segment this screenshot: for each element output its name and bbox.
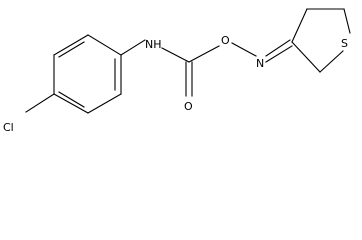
bond-carbonyl-ether-oxygen: [188, 45, 220, 63]
bond-ring-nh: [120, 39, 146, 56]
thiolane-ring: [291, 8, 351, 73]
ring-bond-4: [53, 93, 89, 114]
atom-sulfur: S: [341, 37, 348, 50]
bond-oxygen-nitrogen: [231, 42, 257, 57]
thiolane-bond-4: [319, 50, 344, 73]
bond-ring-chlorine: [25, 93, 55, 113]
thiolane-bond-5: [291, 41, 321, 73]
atom-ether-oxygen: O: [221, 34, 230, 47]
molecule-structure-diagram: Cl NH O O N S: [3, 8, 351, 134]
ring-bond-1: [87, 34, 122, 56]
thiolane-bond-1: [291, 8, 308, 43]
ring-double-bond-3: [58, 41, 85, 58]
atom-amide-nitrogen: NH: [145, 38, 162, 51]
atom-chlorine: Cl: [3, 121, 14, 134]
ring-double-bond-2: [58, 91, 85, 108]
thiolane-bond-3: [343, 8, 351, 34]
bond-oxime-double-1: [265, 39, 291, 57]
benzene-ring: [53, 34, 122, 114]
atom-oxime-nitrogen: N: [256, 57, 264, 70]
atom-carbonyl-oxygen: O: [184, 100, 193, 113]
ring-bond-6: [53, 34, 89, 56]
structure-drawing: Cl NH O O N S: [3, 8, 351, 134]
ring-bond-3: [87, 93, 122, 114]
bond-oxime-double-2: [265, 45, 293, 63]
bond-nh-carbonyl: [161, 47, 190, 63]
